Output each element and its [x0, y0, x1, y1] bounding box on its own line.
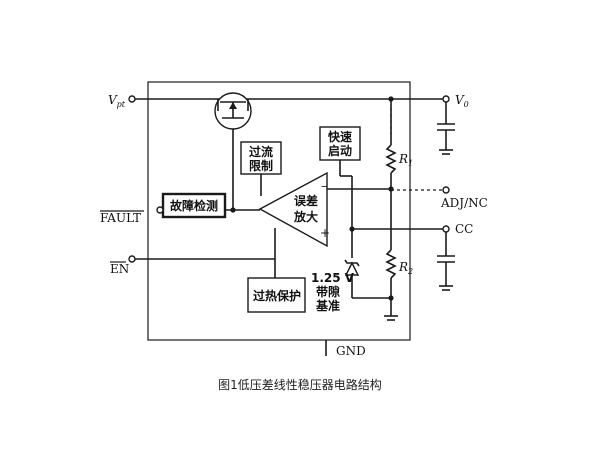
fast-start-label-1: 快速	[328, 129, 352, 144]
ic-outline	[147, 81, 411, 341]
adj-pin	[442, 186, 450, 194]
overcurrent-label-1: 过流	[249, 144, 273, 159]
fault-detect-block	[161, 192, 227, 219]
r2-label: R2	[398, 260, 413, 276]
vout-label: V0	[455, 93, 469, 109]
pass-transistor-icon	[214, 92, 252, 130]
cc-capacitor-icon	[437, 232, 455, 291]
junction-feedback	[388, 186, 394, 192]
error-amp-label-2: 放大	[293, 209, 318, 224]
overcurrent-block	[240, 141, 282, 175]
vin-label: Vpt	[108, 93, 126, 109]
adj-label: ADJ/NC	[440, 196, 488, 210]
gnd-label: GND	[336, 344, 366, 358]
en-pin	[128, 255, 136, 263]
cc-label: CC	[455, 222, 473, 236]
vin-pin	[128, 95, 136, 103]
ground-icon	[384, 315, 398, 321]
r1-resistor	[385, 144, 397, 174]
thermal-block	[247, 277, 306, 313]
bandgap-voltage-label: 1.25 V	[311, 271, 355, 285]
r2-resistor	[385, 249, 397, 279]
cc-pin	[442, 225, 450, 233]
output-capacitor-icon	[437, 102, 455, 155]
en-label: EN	[110, 262, 129, 276]
error-amp-label-1: 误差	[294, 193, 318, 208]
overcurrent-label-2: 限制	[249, 158, 273, 173]
fault-detect-label: 故障检测	[170, 198, 218, 213]
fault-pin	[156, 206, 164, 214]
bandgap-label-3: 基准	[315, 298, 340, 313]
figure-caption: 图1低压差线性稳压器电路结构	[218, 378, 382, 392]
fault-label: FAULT	[100, 211, 141, 225]
r1-label: R1	[398, 152, 413, 168]
amp-minus-sign: –	[321, 179, 327, 193]
fast-start-block	[319, 126, 361, 161]
fast-start-label-2: 启动	[328, 143, 352, 158]
amp-plus-sign: +	[320, 226, 330, 240]
vout-pin	[442, 95, 450, 103]
thermal-label: 过热保护	[253, 288, 301, 303]
junction-gate	[230, 207, 236, 213]
error-amp-block	[258, 171, 328, 248]
junction-bandgap-ground	[388, 295, 394, 301]
bandgap-label-2: 带隙	[316, 284, 340, 299]
